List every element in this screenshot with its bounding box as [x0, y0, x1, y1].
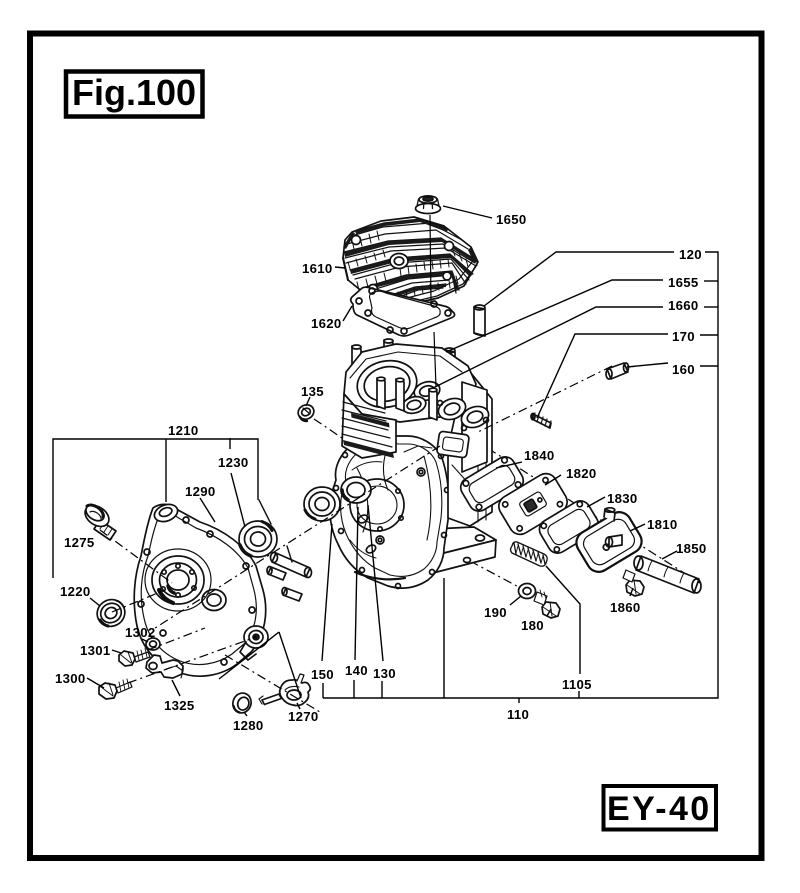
svg-text:1105: 1105 — [562, 677, 592, 692]
svg-text:180: 180 — [521, 618, 544, 633]
svg-text:130: 130 — [373, 666, 396, 681]
svg-text:170: 170 — [672, 329, 695, 344]
svg-text:140: 140 — [345, 663, 368, 678]
svg-text:1270: 1270 — [288, 709, 319, 724]
svg-text:1820: 1820 — [566, 466, 597, 481]
svg-text:110: 110 — [507, 707, 529, 722]
svg-text:1280: 1280 — [233, 718, 264, 733]
svg-text:1302: 1302 — [125, 625, 156, 640]
svg-text:1300: 1300 — [55, 671, 86, 686]
svg-text:1620: 1620 — [311, 316, 342, 331]
svg-text:120: 120 — [679, 247, 702, 262]
svg-text:1301: 1301 — [80, 643, 111, 658]
svg-text:1830: 1830 — [607, 491, 638, 506]
svg-text:150: 150 — [311, 667, 334, 682]
svg-text:1860: 1860 — [610, 600, 641, 615]
svg-text:1810: 1810 — [647, 517, 678, 532]
svg-text:EY-40: EY-40 — [607, 790, 712, 828]
svg-text:1610: 1610 — [302, 261, 333, 276]
svg-text:1275: 1275 — [64, 535, 95, 550]
svg-text:1325: 1325 — [164, 698, 195, 713]
svg-text:1660: 1660 — [668, 298, 699, 313]
svg-text:1230: 1230 — [218, 455, 249, 470]
svg-text:1655: 1655 — [668, 275, 699, 290]
svg-text:1650: 1650 — [496, 212, 527, 227]
svg-text:1850: 1850 — [676, 541, 707, 556]
svg-text:190: 190 — [484, 605, 507, 620]
svg-text:135: 135 — [301, 384, 324, 399]
svg-text:160: 160 — [672, 362, 695, 377]
svg-text:Fig.100: Fig.100 — [72, 72, 196, 113]
svg-text:1220: 1220 — [60, 584, 91, 599]
svg-text:1290: 1290 — [185, 484, 216, 499]
svg-text:1840: 1840 — [524, 448, 555, 463]
svg-text:1210: 1210 — [168, 423, 199, 438]
